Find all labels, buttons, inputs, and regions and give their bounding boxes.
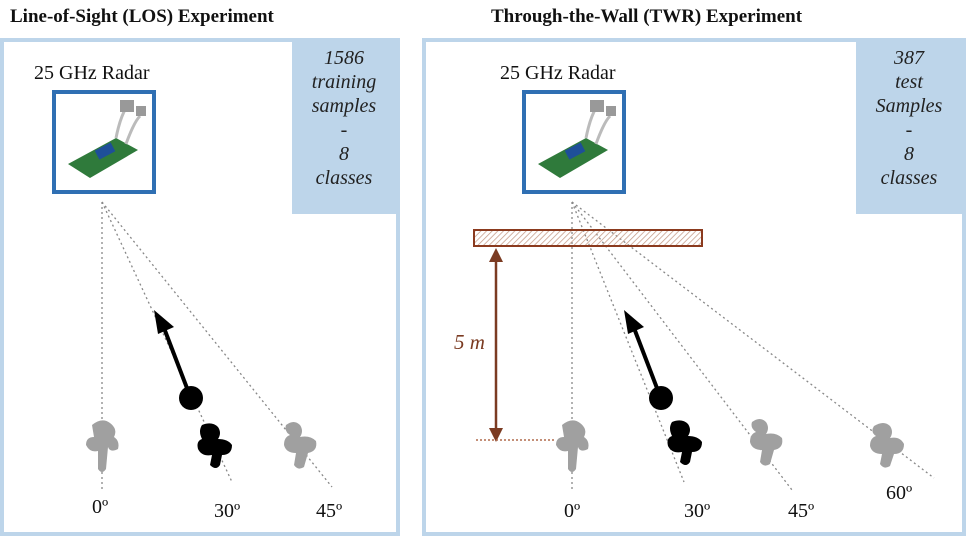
twr-info-line-4: -: [905, 119, 913, 141]
twr-info-line-1: 387: [894, 47, 924, 69]
twr-arrow-head: [624, 310, 644, 334]
twr-ray-30: [571, 201, 685, 483]
twr-person-60: [870, 423, 904, 468]
twr-info-line-5: 8: [904, 143, 914, 165]
twr-motion-arrow: [632, 327, 662, 397]
los-info-line-6: classes: [315, 167, 373, 189]
twr-angle-0: 0º: [564, 500, 581, 522]
twr-radar-image: [522, 90, 626, 194]
twr-ray-60: [571, 201, 935, 479]
distance-arrow: [489, 248, 503, 442]
twr-person-0: [556, 420, 589, 472]
los-target-head: [179, 386, 203, 410]
twr-info-box: 387 test Samples - 8 classes: [856, 42, 962, 214]
los-person-0: [86, 420, 119, 472]
los-scene: [86, 201, 333, 492]
los-motion-arrow: [162, 327, 192, 397]
twr-scene: [473, 201, 935, 491]
wall: [473, 229, 703, 247]
twr-panel: 387 test Samples - 8 classes 25 GHz Rada…: [422, 38, 966, 536]
twr-target-head: [649, 386, 673, 410]
radar-board-icon: [538, 100, 616, 178]
los-person-30: [197, 423, 232, 468]
twr-title: Through-the-Wall (TWR) Experiment: [491, 6, 803, 27]
twr-angle-30: 30º: [684, 500, 711, 522]
los-panel: 1586 training samples - 8 classes 25 GHz…: [0, 38, 400, 536]
radar-board-icon: [68, 100, 146, 178]
los-ray-30: [101, 201, 233, 483]
twr-info-line-6: classes: [880, 167, 938, 189]
twr-angle-60: 60º: [886, 482, 913, 504]
los-angle-0: 0º: [92, 496, 109, 518]
los-info-line-5: 8: [339, 143, 349, 165]
los-info-line-2: training: [311, 71, 377, 93]
twr-angle-45: 45º: [788, 500, 815, 522]
twr-person-45: [750, 419, 783, 466]
los-angle-30: 30º: [214, 500, 241, 522]
twr-ray-45: [571, 201, 793, 491]
los-title: Line-of-Sight (LOS) Experiment: [10, 6, 274, 27]
los-radar-image: [52, 90, 156, 194]
los-person-45: [284, 422, 317, 469]
twr-info-line-2: test: [895, 71, 923, 93]
los-angle-45: 45º: [316, 500, 343, 522]
los-radar-label: 25 GHz Radar: [34, 62, 150, 84]
los-info-line-1: 1586: [324, 47, 364, 69]
distance-label: 5 m: [454, 330, 485, 354]
los-arrow-head: [154, 310, 174, 334]
twr-info-line-3: Samples: [875, 95, 943, 117]
los-info-box: 1586 training samples - 8 classes: [292, 42, 396, 214]
twr-radar-label: 25 GHz Radar: [500, 62, 616, 84]
twr-person-30: [667, 420, 702, 465]
los-info-line-4: -: [340, 119, 348, 141]
los-info-line-3: samples: [311, 95, 377, 117]
